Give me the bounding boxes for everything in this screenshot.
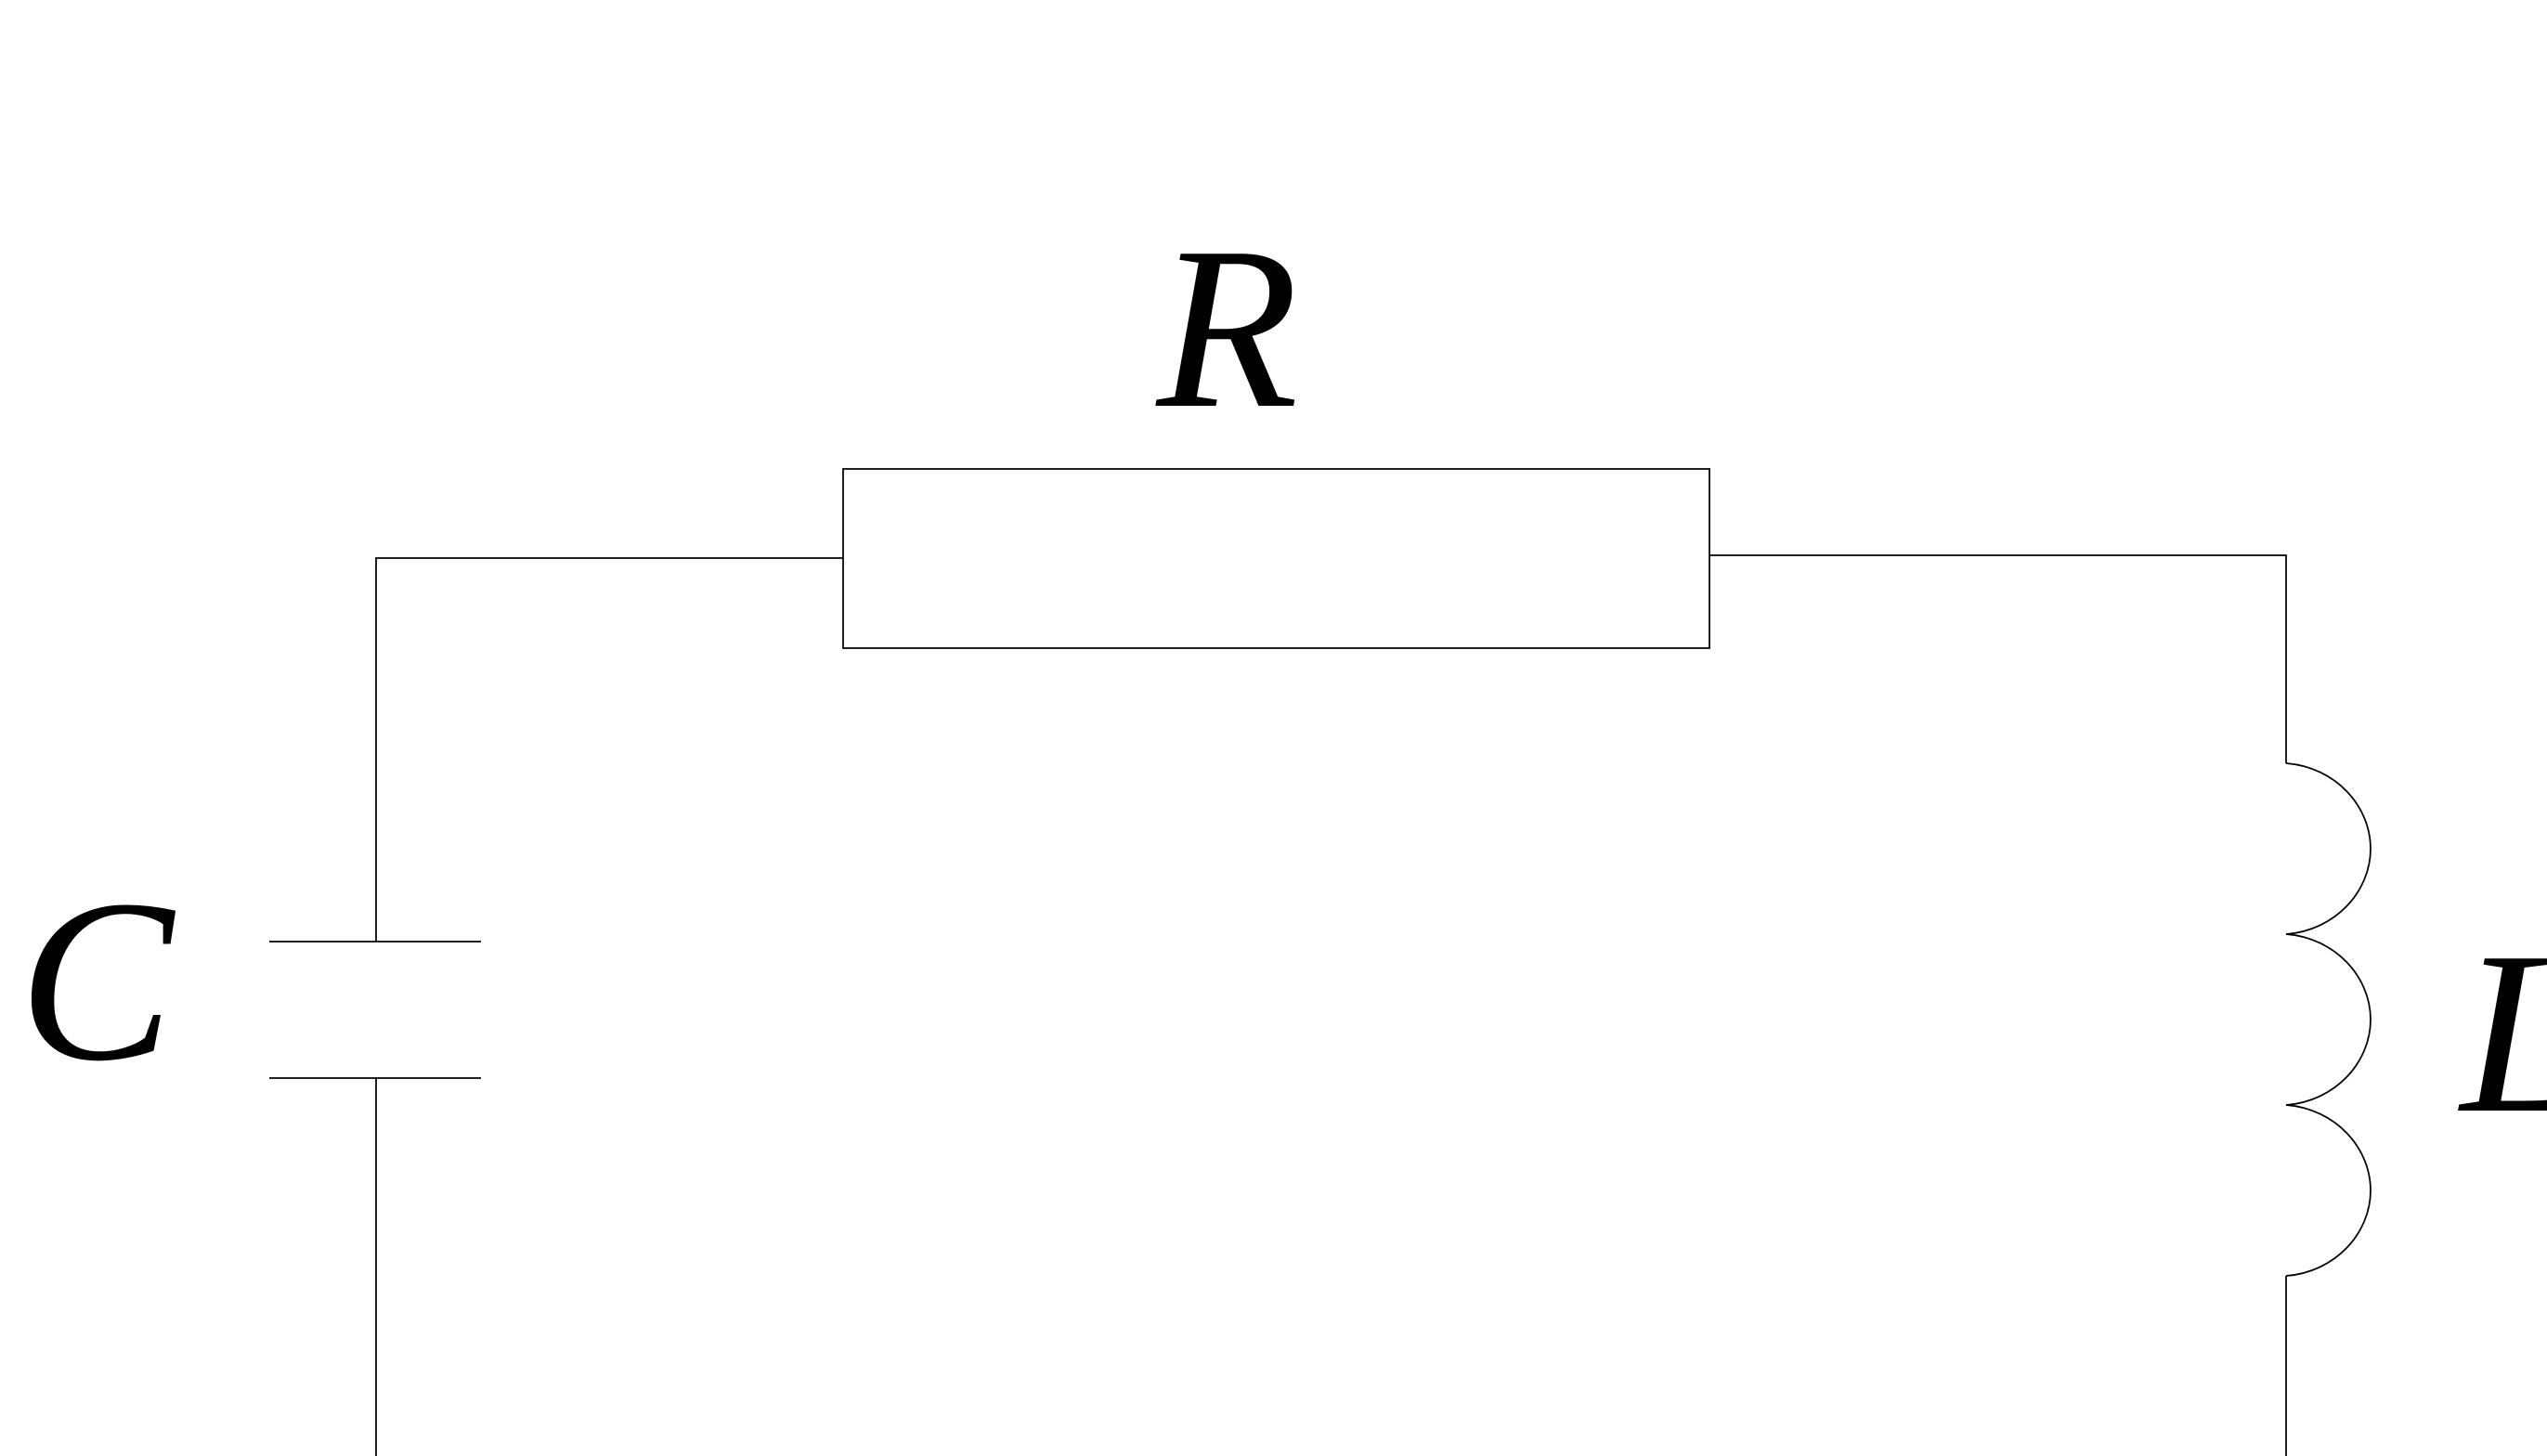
- resistor-label: R: [1155, 200, 1299, 457]
- top-left-wire: [375, 557, 843, 942]
- inductor-coil: [2285, 762, 2372, 1277]
- capacitor-label: C: [19, 852, 176, 1110]
- resistor-body: [842, 468, 1710, 649]
- top-right-wire: [1709, 554, 2287, 763]
- inductor-label: L: [2458, 904, 2547, 1162]
